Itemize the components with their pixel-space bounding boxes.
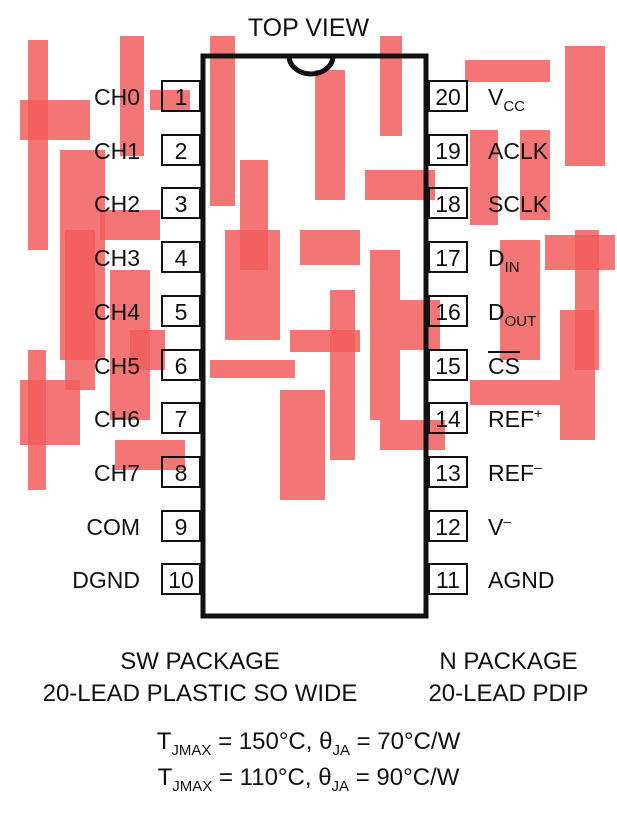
right-pin-box xyxy=(428,187,468,219)
right-pin-box xyxy=(428,349,468,381)
right-pin-name-base: V xyxy=(488,84,504,110)
left-pin-number: 8 xyxy=(174,460,188,486)
right-pin-name-sup: – xyxy=(503,513,512,529)
right-pin-name-base: D xyxy=(488,299,505,325)
right-pin-name: DOUT xyxy=(488,299,536,330)
left-pin-name: CH3 xyxy=(93,245,140,271)
right-pin-name: VCC xyxy=(488,84,525,115)
right-pin-box xyxy=(428,134,468,166)
right-pin-name: REF– xyxy=(488,459,542,486)
left-pin-name: COM xyxy=(86,514,140,540)
package-n-desc: 20-LEAD PDIP xyxy=(428,680,589,707)
right-pin-name-sub: CC xyxy=(503,98,526,115)
left-pin-number: 6 xyxy=(174,353,188,379)
right-pin-number: 20 xyxy=(435,84,461,110)
left-pin-box xyxy=(161,402,201,434)
right-pin-name-base: CS xyxy=(488,353,520,379)
right-pin-box xyxy=(428,80,468,112)
package-n-name: N PACKAGE xyxy=(439,648,578,675)
left-pin-box xyxy=(161,241,201,273)
thermal-2-t: T xyxy=(157,764,173,791)
left-pin-number: 1 xyxy=(174,84,188,110)
right-pin-name: AGND xyxy=(488,569,554,592)
left-pin-name: CH5 xyxy=(93,353,140,379)
left-pin-name: CH0 xyxy=(93,84,140,110)
left-pin-box xyxy=(161,134,201,166)
package-sw-desc: 20-LEAD PLASTIC SO WIDE xyxy=(42,680,358,707)
right-pin-number: 19 xyxy=(435,138,461,164)
left-pin-name: CH7 xyxy=(93,460,140,486)
left-pin-number: 5 xyxy=(174,299,188,325)
left-pin-number: 7 xyxy=(174,406,188,432)
right-pin-number: 17 xyxy=(435,245,461,271)
left-pin-box xyxy=(161,510,201,542)
right-pin-name: V– xyxy=(488,513,512,540)
thermal-1-tail: = 70°C/W xyxy=(349,728,461,755)
thermal-1-theta-sub: JA xyxy=(332,742,350,759)
left-pin-name: CH2 xyxy=(93,191,140,217)
right-pin-name-base: AGND xyxy=(488,567,555,593)
left-pin-box xyxy=(161,295,201,327)
right-pin-box xyxy=(428,563,468,595)
right-pin-box xyxy=(428,402,468,434)
thermal-1-mid: = 150°C, θ xyxy=(211,728,333,755)
left-pin-name: CH6 xyxy=(93,406,140,432)
right-pin-number: 15 xyxy=(435,353,461,379)
right-pin-name-sub: OUT xyxy=(504,313,537,330)
right-pin-number: 16 xyxy=(435,299,461,325)
right-pin-number: 12 xyxy=(435,514,461,540)
left-pin-number: 10 xyxy=(168,567,194,593)
right-pin-number: 14 xyxy=(435,406,461,432)
left-pin-number: 2 xyxy=(174,138,188,164)
right-pin-box xyxy=(428,510,468,542)
right-pin-number: 13 xyxy=(435,460,461,486)
pin1-notch xyxy=(286,55,336,77)
right-pin-name-sup: + xyxy=(534,405,543,421)
thermal-1-t: T xyxy=(156,728,172,755)
left-pin-name: CH1 xyxy=(93,138,140,164)
package-sw-name: SW PACKAGE xyxy=(120,648,280,675)
thermal-line-2: TJMAX = 110°C, θJA = 90°C/W xyxy=(0,764,617,795)
right-pin-name-base: REF xyxy=(488,406,534,432)
right-pin-number: 18 xyxy=(435,191,461,217)
thermal-2-t-sub: JMAX xyxy=(172,778,213,795)
right-pin-name: REF+ xyxy=(488,405,543,432)
right-pin-box xyxy=(428,241,468,273)
left-pin-name: DGND xyxy=(72,567,140,593)
right-pin-name: ACLK xyxy=(488,140,548,163)
right-pin-name-base: ACLK xyxy=(488,138,549,164)
right-pin-name-sub: IN xyxy=(504,259,520,276)
right-pin-name-base: V xyxy=(488,514,504,540)
left-pin-name: CH4 xyxy=(93,299,140,325)
thermal-2-tail: = 90°C/W xyxy=(349,764,460,791)
right-pin-name: CS xyxy=(488,355,520,378)
right-pin-number: 11 xyxy=(436,567,460,593)
thermal-2-mid: = 110°C, θ xyxy=(212,764,332,791)
left-pin-number: 3 xyxy=(174,191,188,217)
left-pin-number: 9 xyxy=(174,514,188,540)
right-pin-name-base: D xyxy=(488,245,505,271)
right-pin-name: SCLK xyxy=(488,193,548,216)
right-pin-name: DIN xyxy=(488,245,520,276)
diagram-title: TOP VIEW xyxy=(247,14,370,42)
chip-body xyxy=(200,53,429,619)
thermal-2-theta-sub: JA xyxy=(331,778,350,795)
thermal-line-1: TJMAX = 150°C, θJA = 70°C/W xyxy=(0,728,617,759)
right-pin-name-base: REF xyxy=(488,460,534,486)
left-pin-box xyxy=(161,563,201,595)
right-pin-box xyxy=(428,456,468,488)
thermal-1-t-sub: JMAX xyxy=(171,742,212,759)
left-pin-number: 4 xyxy=(174,245,188,271)
right-pin-name-base: SCLK xyxy=(488,191,549,217)
right-pin-name-sup: – xyxy=(534,459,542,475)
left-pin-box xyxy=(161,187,201,219)
